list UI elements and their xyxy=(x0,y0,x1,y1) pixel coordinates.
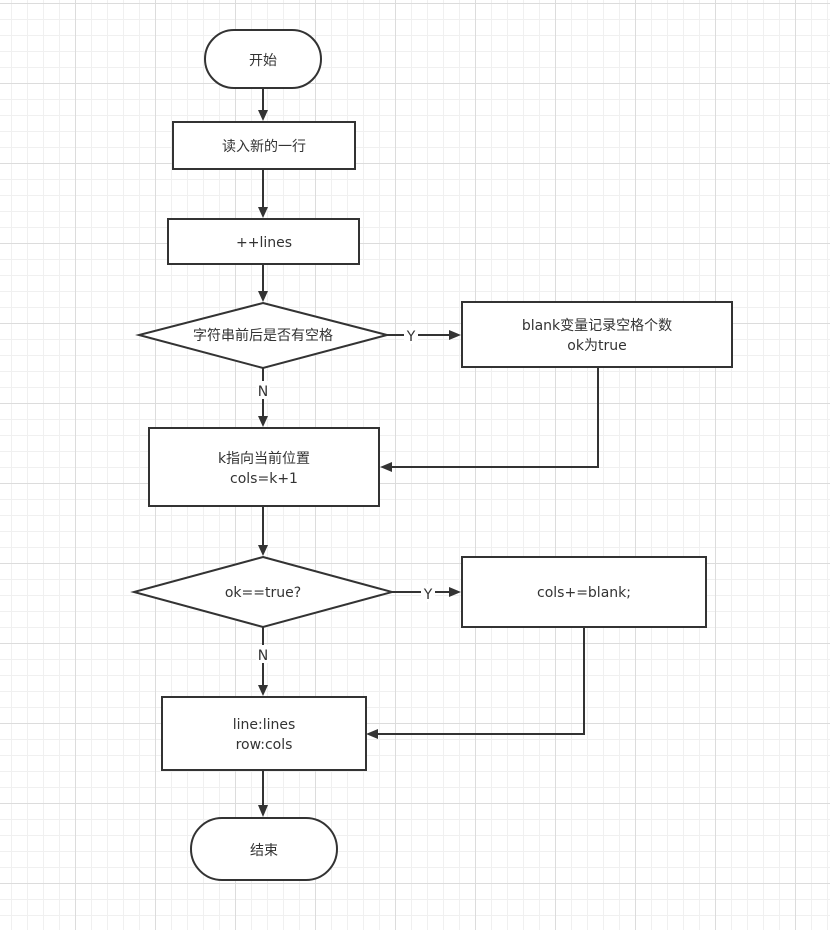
arrowhead-cols-to-output xyxy=(366,729,378,739)
node-check-space: 字符串前后是否有空格 xyxy=(135,301,391,370)
output-box xyxy=(161,696,367,771)
k-pos-label-line2: cols=k+1 xyxy=(230,471,298,487)
node-k-pos: k指向当前位置 cols=k+1 xyxy=(148,427,380,507)
edge-labels: Y N Y N xyxy=(256,326,435,664)
label-ok-yes: Y xyxy=(423,587,433,603)
label-bg-ok-no xyxy=(256,645,270,663)
label-bg-space-no xyxy=(256,381,270,399)
edge-blank-to-k xyxy=(391,367,599,468)
inc-lines-box xyxy=(167,218,360,265)
end-label: 结束 xyxy=(250,843,278,859)
check-ok-label: ok==true? xyxy=(225,585,301,601)
blank-record-label-line1: blank变量记录空格个数 xyxy=(522,318,672,334)
label-space-yes: Y xyxy=(406,329,416,345)
arrowhead-check-space-no xyxy=(258,416,268,427)
label-bg-ok-yes xyxy=(421,584,435,602)
arrowhead-inc-to-check-space xyxy=(258,291,268,302)
arrowhead-blank-to-k xyxy=(380,462,392,472)
inc-lines-label: ++lines xyxy=(236,235,292,251)
end-terminator xyxy=(190,817,338,881)
node-blank-record: blank变量记录空格个数 ok为true xyxy=(461,301,733,368)
nodes: 开始 读入新的一行 ++lines 字符串前后是否有空格 blank变量记录空格… xyxy=(130,29,733,881)
arrowhead-check-space-yes xyxy=(449,330,461,340)
node-cols-add: cols+=blank; xyxy=(461,556,707,628)
node-start: 开始 xyxy=(204,29,322,89)
check-space-diamond xyxy=(135,301,391,370)
blank-record-label-line2: ok为true xyxy=(567,338,626,354)
start-terminator xyxy=(204,29,322,89)
read-line-label: 读入新的一行 xyxy=(222,138,306,155)
blank-record-box xyxy=(461,301,733,368)
check-ok-diamond xyxy=(130,555,396,629)
output-label-line1: line:lines xyxy=(233,717,296,733)
check-space-label: 字符串前后是否有空格 xyxy=(193,327,333,344)
edges xyxy=(258,89,599,817)
arrowhead-k-to-check-ok xyxy=(258,545,268,556)
cols-add-box xyxy=(461,556,707,628)
node-inc-lines: ++lines xyxy=(167,218,360,265)
arrowhead-output-to-end xyxy=(258,805,268,817)
start-label: 开始 xyxy=(249,53,277,69)
output-label-line2: row:cols xyxy=(236,737,293,753)
label-bg-space-yes xyxy=(404,326,418,344)
arrowhead-start-to-read xyxy=(258,110,268,121)
node-check-ok: ok==true? xyxy=(130,555,396,629)
node-end: 结束 xyxy=(190,817,338,881)
cols-add-label: cols+=blank; xyxy=(537,585,631,601)
arrowhead-read-to-inc xyxy=(258,207,268,218)
k-pos-box xyxy=(148,427,380,507)
arrowhead-check-ok-yes xyxy=(449,587,461,597)
node-output: line:lines row:cols xyxy=(161,696,367,771)
node-read-line: 读入新的一行 xyxy=(172,121,356,170)
edge-cols-to-output xyxy=(377,627,585,735)
arrowhead-check-ok-no xyxy=(258,685,268,696)
label-space-no: N xyxy=(258,384,268,400)
read-line-box xyxy=(172,121,356,170)
k-pos-label-line1: k指向当前位置 xyxy=(218,450,310,467)
label-ok-no: N xyxy=(258,648,268,664)
